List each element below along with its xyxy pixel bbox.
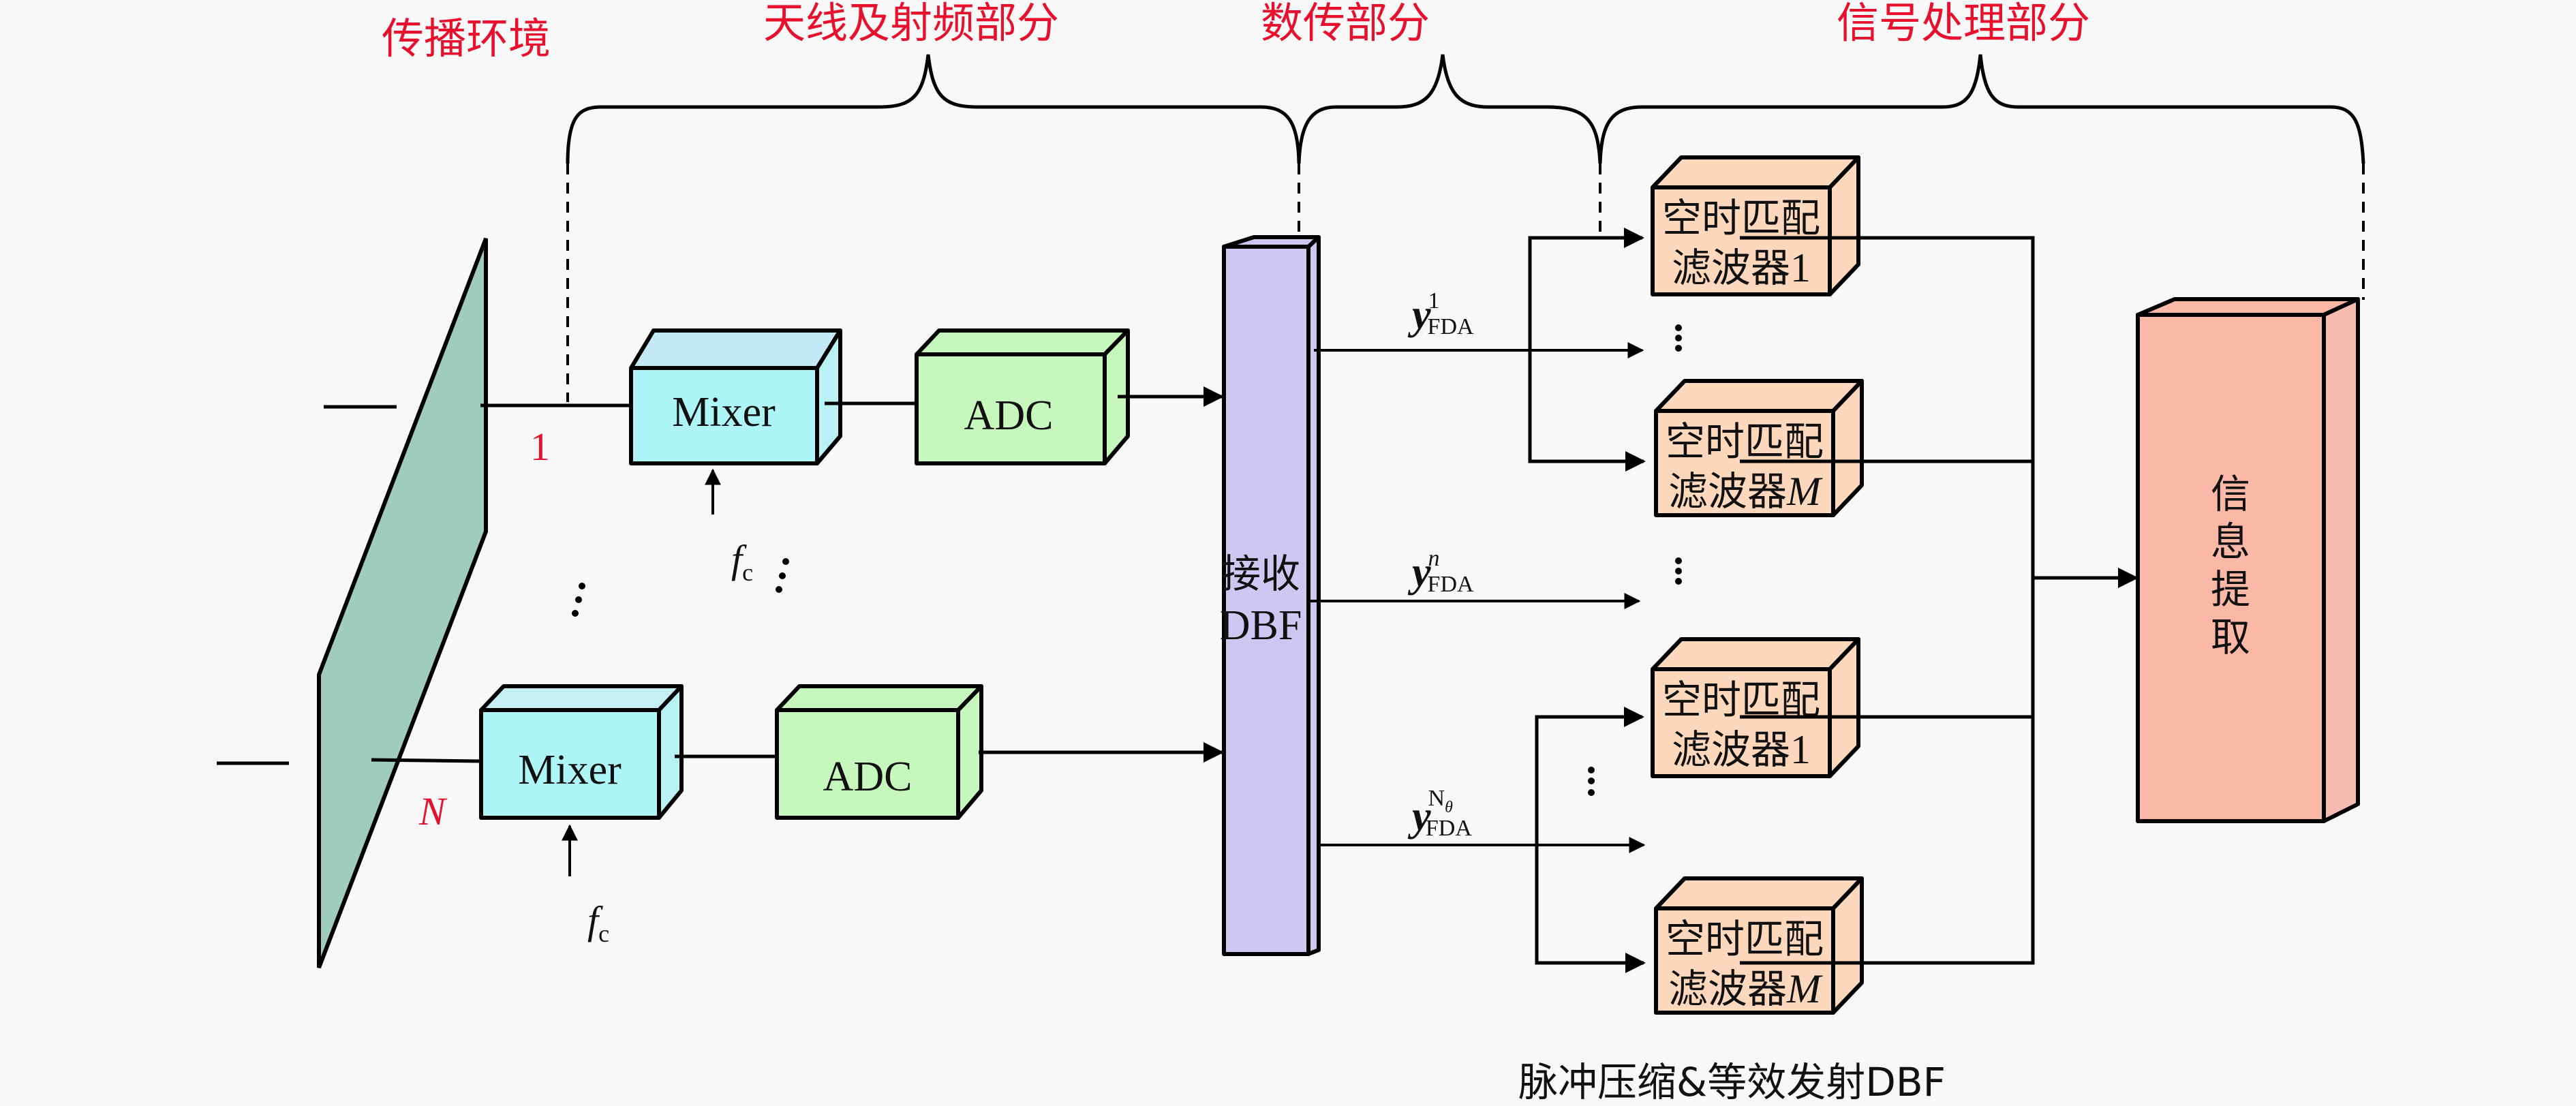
dbf-label-line2: DBF (1220, 602, 1302, 649)
adc-1-label: ADC (964, 393, 1054, 439)
output-1-branch-bottom (1528, 350, 1646, 472)
adc-n-label: ADC (823, 754, 913, 800)
brace-data-transfer (1297, 54, 1602, 164)
section-title-propagation: 传播环境 (382, 14, 551, 63)
section-title-signal-processing: 信号处理部分 (1837, 0, 2090, 48)
info-char-2: 息 (2211, 519, 2250, 565)
output-ntheta-branch-bottom (1535, 845, 1646, 973)
filter-label-line1: 空时匹配 (1662, 195, 1820, 241)
filter-label-line2: 滤波器1 (1672, 726, 1811, 773)
filter-label-line2: 滤波器M (1668, 966, 1823, 1012)
filter-output-bus (1740, 236, 2035, 965)
section-title-data-transfer: 数传部分 (1261, 0, 1430, 48)
element-1-label: 1 (530, 425, 550, 469)
mixer-block-1: Mixer (629, 328, 842, 465)
filter-label-line2: 滤波器M (1668, 468, 1823, 514)
ellipsis-filters-middle (1675, 557, 1682, 585)
lo-label-n: fc (587, 898, 609, 947)
info-char-4: 取 (2211, 614, 2250, 660)
brace-antenna-rf (566, 54, 1301, 164)
ellipsis-mixers (572, 583, 585, 617)
mixer-n-label: Mixer (518, 747, 622, 793)
signal-processing-caption: 脉冲压缩&等效发射DBF (1518, 1059, 1946, 1105)
ellipsis-filters-lower (1588, 767, 1595, 796)
filter-label-line1: 空时匹配 (1666, 916, 1824, 962)
element-n-feed-line (371, 758, 482, 763)
mixer-1-label: Mixer (672, 389, 776, 435)
output-1-branch-top (1528, 228, 1644, 350)
brace-signal-processing (1598, 54, 2365, 164)
adc-block-1: ADC (915, 328, 1130, 465)
lo-label-1: fc (731, 537, 753, 586)
element-n-label: N (418, 789, 448, 833)
antenna-array-panel (317, 237, 488, 969)
mixer-block-n: Mixer (479, 684, 684, 820)
output-ntheta-branch-top (1535, 707, 1644, 845)
filter-label-line2: 滤波器1 (1672, 245, 1811, 291)
section-title-antenna-rf: 天线及射频部分 (763, 0, 1059, 48)
ellipsis-filters-upper-1 (1675, 324, 1682, 352)
dbf-label-line1: 接收 (1221, 551, 1300, 597)
filter-label-line1: 空时匹配 (1666, 418, 1824, 465)
info-extraction-block: 信 息 提 取 (2136, 297, 2360, 823)
ellipsis-adcs (776, 558, 789, 593)
info-char-1: 信 (2211, 471, 2250, 517)
adc-block-n: ADC (775, 684, 983, 820)
receive-dbf-block: 接收 DBF (1220, 235, 1321, 956)
info-char-3: 提 (2211, 566, 2250, 613)
